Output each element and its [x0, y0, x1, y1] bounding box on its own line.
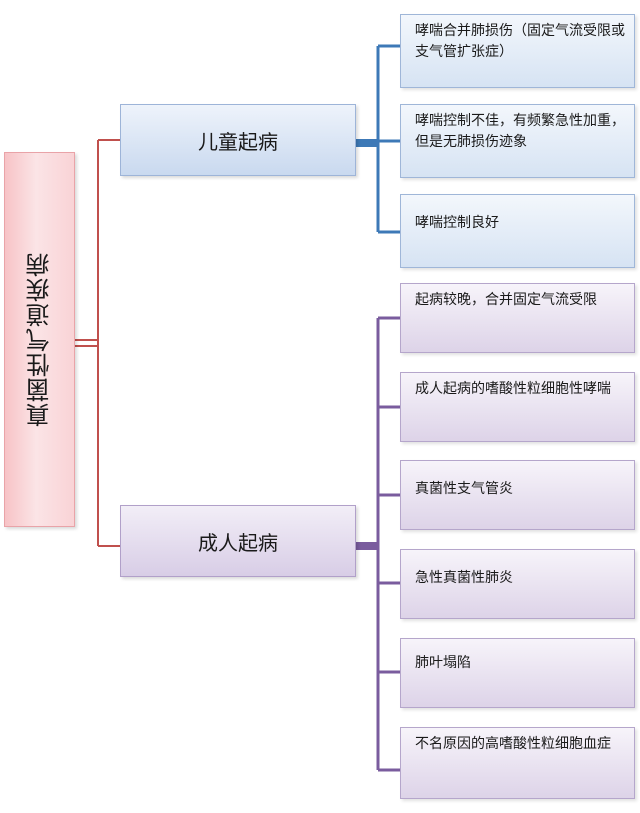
child-connectors	[356, 44, 400, 234]
leaf-label: 哮喘控制良好	[415, 215, 499, 231]
leaf-label: 真菌性支气管炎	[415, 481, 513, 497]
root-node: 真菌性气道疾病	[4, 152, 75, 527]
leaf-label: 肺叶塌陷	[415, 655, 471, 671]
leaf-label: 哮喘合并肺损伤（固定气流受限或支气管扩张症）	[415, 23, 625, 60]
leaf-node: 肺叶塌陷	[400, 638, 635, 708]
leaf-label: 急性真菌性肺炎	[415, 570, 513, 586]
category-adult-onset: 成人起病	[120, 505, 356, 577]
leaf-node: 不名原因的高嗜酸性粒细胞血症	[400, 727, 635, 799]
leaf-node: 哮喘控制良好	[400, 194, 635, 268]
leaf-node: 急性真菌性肺炎	[400, 549, 635, 619]
root-label: 真菌性气道疾病	[26, 252, 54, 427]
leaf-node: 哮喘控制不佳，有频繁急性加重，但是无肺损伤迹象	[400, 104, 635, 178]
category-label: 成人起病	[198, 530, 278, 555]
leaf-label: 起病较晚，合并固定气流受限	[415, 292, 597, 308]
category-child-onset: 儿童起病	[120, 104, 356, 176]
adult-connectors	[356, 316, 400, 772]
leaf-node: 哮喘合并肺损伤（固定气流受限或支气管扩张症）	[400, 14, 635, 88]
leaf-node: 成人起病的嗜酸性粒细胞性哮喘	[400, 372, 635, 442]
leaf-node: 起病较晚，合并固定气流受限	[400, 283, 635, 353]
leaf-label: 不名原因的高嗜酸性粒细胞血症	[415, 736, 611, 752]
leaf-label: 哮喘控制不佳，有频繁急性加重，但是无肺损伤迹象	[415, 113, 625, 150]
leaf-label: 成人起病的嗜酸性粒细胞性哮喘	[415, 381, 611, 397]
leaf-node: 真菌性支气管炎	[400, 460, 635, 530]
root-connectors	[75, 139, 120, 547]
category-label: 儿童起病	[198, 129, 278, 154]
